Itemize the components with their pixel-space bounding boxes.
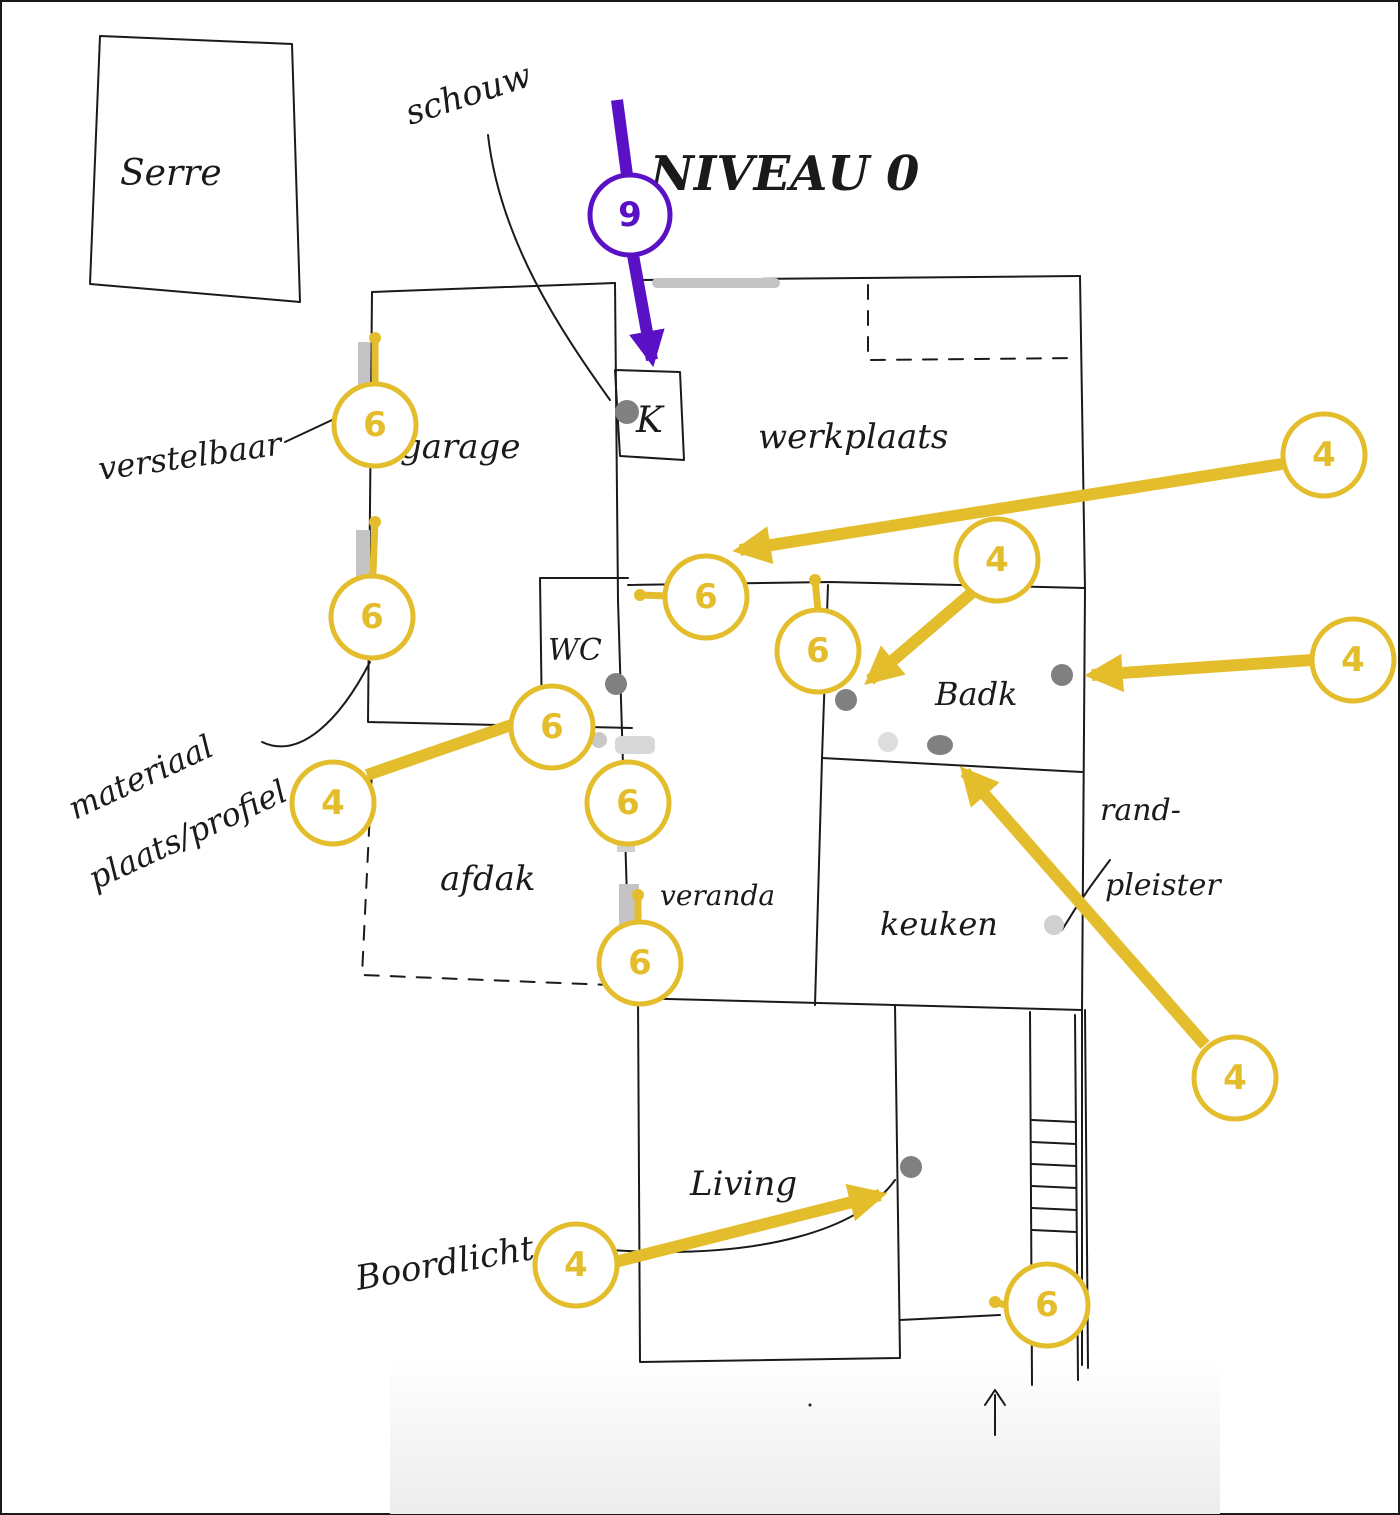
svg-text:4: 4	[321, 783, 345, 823]
svg-text:6: 6	[616, 783, 640, 823]
note-schouw: schouw	[400, 55, 536, 133]
room-werkplaats: werkplaats	[758, 417, 948, 457]
badge-4-badk-right: 4	[1309, 616, 1397, 704]
arrow-9-top	[611, 99, 633, 176]
badge-6-werkplaats: 6	[662, 553, 750, 641]
dashed-zone-afdak	[361, 769, 611, 986]
marker-dot-badk-right	[1051, 664, 1073, 686]
leader-materiaal	[261, 661, 371, 748]
marker-dot-living	[900, 1156, 922, 1178]
svg-text:6: 6	[628, 943, 652, 983]
marker-dot-badk-bottom	[927, 735, 953, 755]
badge-6-living: 6	[1003, 1261, 1091, 1349]
badge-4-afdak: 4	[289, 759, 377, 847]
opening-wc	[615, 736, 655, 754]
speck	[808, 1403, 812, 1407]
pointer-tips-6	[369, 332, 1001, 1308]
dashed-zone-werkplaats	[867, 284, 1076, 361]
room-living: Living	[689, 1164, 797, 1204]
svg-text:4: 4	[564, 1245, 588, 1285]
badge-4-badk-top: 4	[953, 516, 1041, 604]
leader-rand	[1061, 859, 1111, 931]
badge-4-top-right: 4	[1280, 411, 1368, 499]
marker-dot-keuken	[1044, 915, 1064, 935]
badge-6-veranda-top: 6	[584, 759, 672, 847]
badge-9: 9	[587, 172, 673, 258]
room-garage: garage	[400, 427, 520, 467]
leader-verstelbaar	[284, 419, 333, 443]
marker-dot-kast	[615, 400, 639, 424]
room-afdak: afdak	[440, 859, 536, 899]
badge-6-veranda-bottom: 6	[596, 919, 684, 1007]
badge-6-wc: 6	[508, 683, 596, 771]
svg-text:6: 6	[360, 597, 384, 637]
room-keuken: keuken	[880, 905, 998, 943]
marker-dot-badk-light	[878, 732, 898, 752]
note-rand-2: pleister	[1105, 868, 1222, 903]
svg-text:6: 6	[694, 577, 718, 617]
leader-schouw	[487, 134, 611, 401]
note-verstelbaar: verstelbaar	[96, 424, 286, 488]
svg-text:4: 4	[985, 540, 1009, 580]
marker-dot-wc-light	[591, 732, 607, 748]
svg-text:6: 6	[806, 631, 830, 671]
svg-text:6: 6	[363, 405, 387, 445]
badge-6-badk: 6	[774, 607, 862, 695]
arrow-9-bottom	[627, 253, 665, 368]
opening-garage-1	[358, 342, 370, 390]
marker-dot-badk-left	[835, 689, 857, 711]
marker-dot-wc	[605, 673, 627, 695]
badge-6-garage-bottom: 6	[328, 573, 416, 661]
room-badk: Badk	[934, 675, 1017, 713]
entry-arrow-icon	[984, 1389, 1006, 1436]
svg-text:9: 9	[618, 195, 642, 235]
kast-box	[614, 369, 685, 461]
room-serre: Serre	[120, 153, 222, 194]
plan-title: NIVEAU 0	[648, 146, 919, 202]
arrows-4	[365, 458, 1313, 1268]
note-boordlicht: Boordlicht	[352, 1228, 538, 1299]
svg-text:4: 4	[1312, 435, 1336, 475]
svg-text:4: 4	[1341, 640, 1365, 680]
serre-outline	[89, 35, 301, 303]
room-veranda: veranda	[660, 879, 775, 912]
svg-text:6: 6	[1035, 1285, 1059, 1325]
room-wc: WC	[548, 633, 602, 668]
badge-6-garage-top: 6	[331, 381, 419, 469]
badge-4-living: 4	[532, 1221, 620, 1309]
opening-garage-2	[356, 530, 370, 578]
page-fade	[390, 1360, 1220, 1514]
badge-4-keuken: 4	[1191, 1034, 1279, 1122]
svg-text:4: 4	[1223, 1058, 1247, 1098]
svg-text:6: 6	[540, 707, 564, 747]
note-rand-1: rand-	[1100, 793, 1181, 828]
room-kast: K	[635, 400, 665, 441]
